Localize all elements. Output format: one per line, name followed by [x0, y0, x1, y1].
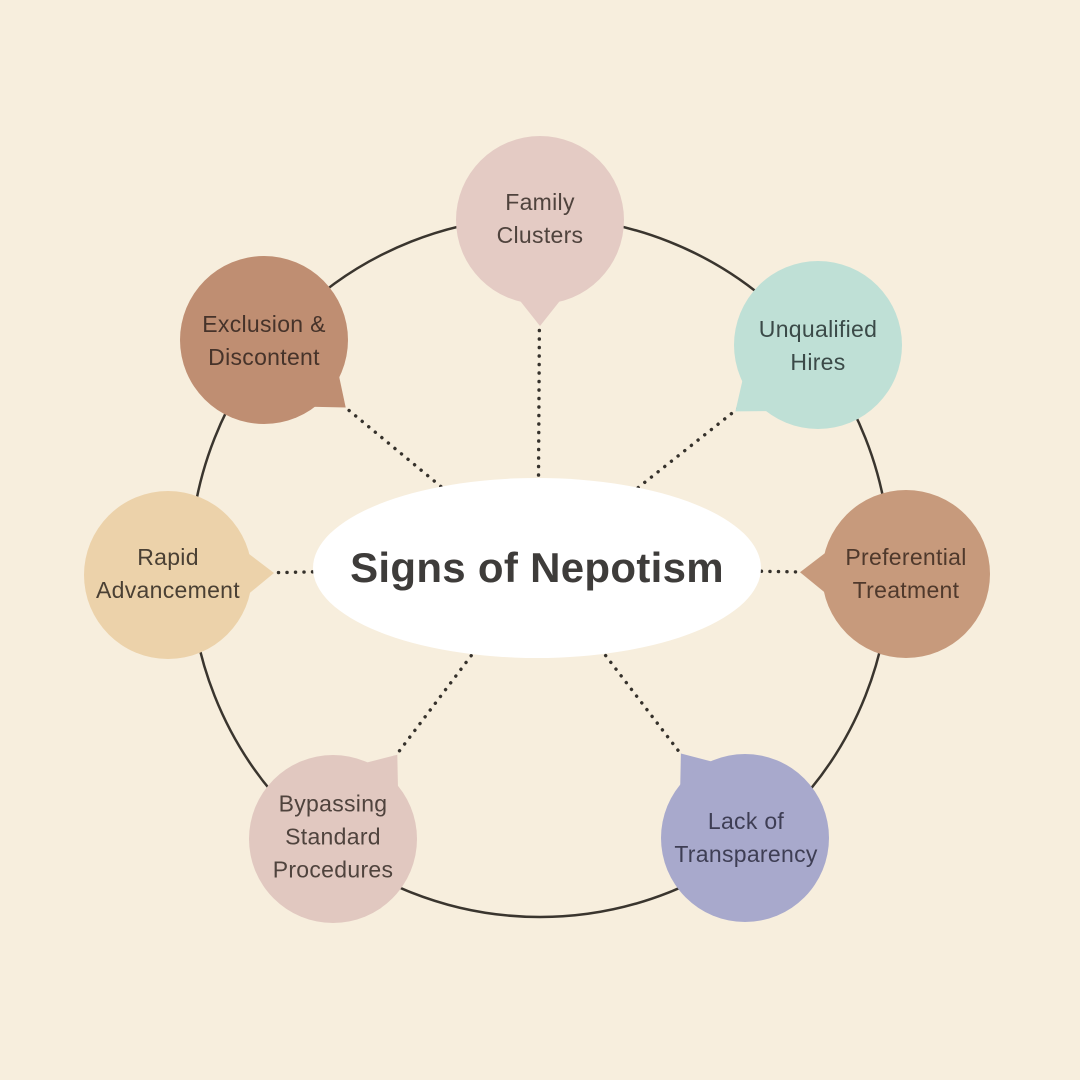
bubble-circle — [84, 491, 252, 659]
bubble-family-clusters — [456, 136, 624, 326]
bubble-preferential-treatment — [800, 490, 990, 658]
bubble-circle — [734, 261, 902, 429]
bubble-unqualified-hires — [734, 261, 902, 429]
bubble-circle — [456, 136, 624, 304]
dotted-line-lack-of-transparency — [536, 565, 747, 840]
bubble-circle — [661, 754, 829, 922]
bubble-circle — [249, 755, 417, 923]
bubble-bypassing-standard-procedures — [249, 754, 417, 923]
bubble-circle — [180, 256, 348, 424]
bubble-tail — [518, 299, 562, 326]
center-ellipse — [313, 478, 761, 658]
bubble-lack-of-transparency — [661, 753, 829, 922]
bubble-exclusion-discontent — [180, 256, 348, 424]
dotted-line-bypassing-standard-procedures — [331, 565, 540, 841]
bubble-tail — [246, 552, 274, 595]
bubble-tail — [800, 551, 828, 594]
bubble-circle — [822, 490, 990, 658]
bubble-rapid-advancement — [84, 491, 274, 659]
